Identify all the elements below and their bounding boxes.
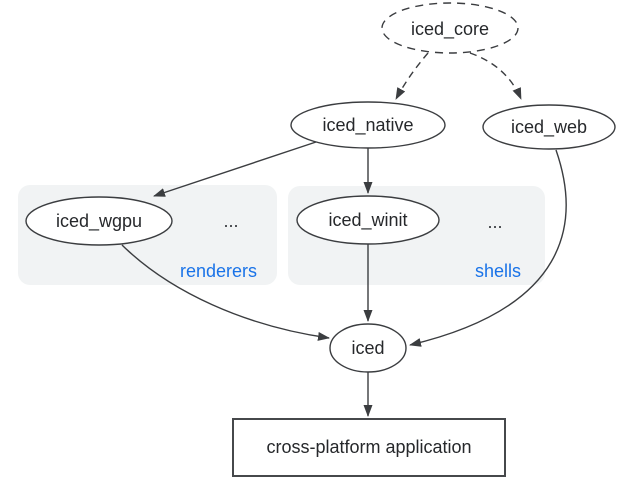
node-iced-wgpu: [25, 196, 173, 246]
label-iced-native: iced_native: [322, 115, 413, 136]
label-renderers-ellipsis: ...: [223, 211, 238, 231]
edge-iced-core-to-iced-web: [469, 52, 522, 100]
label-iced-core: iced_core: [411, 19, 489, 40]
node-iced: [329, 323, 407, 373]
label-renderers: renderers: [180, 261, 257, 281]
label-iced-web: iced_web: [511, 117, 587, 138]
node-iced-core: [381, 2, 519, 54]
label-shells-ellipsis: ...: [487, 212, 502, 232]
edge-iced-native-to-iced-wgpu: [153, 141, 317, 197]
edge-iced-web-to-iced: [409, 149, 567, 347]
node-iced-winit: [296, 195, 440, 245]
node-iced-web: [482, 104, 616, 150]
label-iced: iced: [351, 338, 384, 358]
label-shells: shells: [475, 261, 521, 281]
edge-iced-wgpu-to-iced: [121, 244, 330, 341]
label-application: cross-platform application: [266, 437, 471, 457]
edge-iced-core-to-iced-native: [395, 52, 429, 100]
node-application-box: [232, 418, 506, 477]
label-iced-winit: iced_winit: [328, 210, 407, 231]
label-iced-wgpu: iced_wgpu: [56, 211, 142, 232]
node-iced-native: [290, 101, 446, 149]
